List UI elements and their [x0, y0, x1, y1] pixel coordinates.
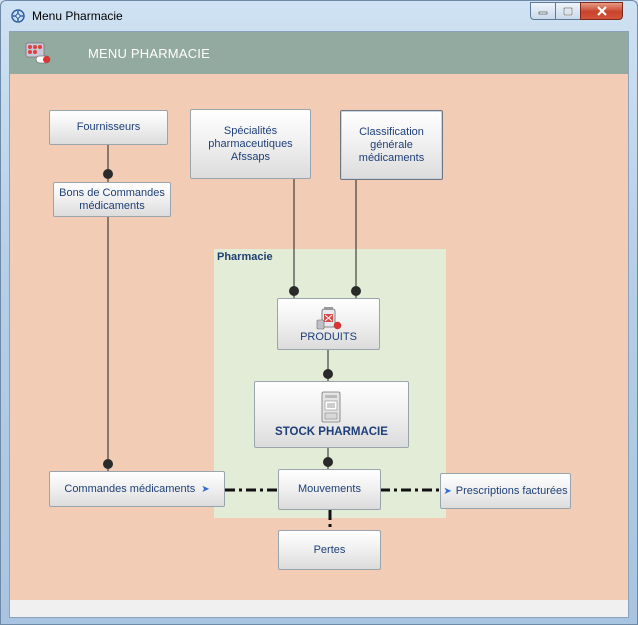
arrow-right-icon: ➤ [201, 483, 210, 495]
stock-label: STOCK PHARMACIE [275, 425, 388, 438]
bons-commandes-button[interactable]: Bons de Commandes médicaments [53, 182, 171, 217]
client-area: MENU PHARMACIE Pharmacie [9, 31, 629, 618]
pills-icon [25, 42, 51, 64]
arrow-right-icon: ➤ [443, 485, 452, 497]
window-title: Menu Pharmacie [32, 9, 123, 23]
bons-commandes-label: Bons de Commandes médicaments [59, 187, 165, 213]
commandes-label: Commandes médicaments [64, 482, 196, 495]
produits-label: PRODUITS [300, 330, 357, 343]
close-icon [596, 6, 607, 16]
mouvements-button[interactable]: Mouvements [278, 469, 381, 510]
specialites-line3: Afssaps [230, 150, 271, 163]
connector-lines [103, 144, 440, 530]
fournisseurs-button[interactable]: Fournisseurs [49, 110, 168, 145]
produits-content: PRODUITS [300, 305, 357, 344]
classification-line3: médicaments [358, 151, 425, 164]
close-button[interactable] [580, 2, 623, 20]
minimize-icon [538, 11, 548, 15]
classification-line1: Classification [359, 125, 424, 138]
maximize-button[interactable] [555, 2, 581, 20]
fournisseurs-label: Fournisseurs [76, 121, 141, 133]
medicine-cabinet-icon [322, 391, 341, 422]
maximize-icon [563, 6, 573, 16]
menu-header: MENU PHARMACIE [10, 32, 628, 74]
prescriptions-label: Prescriptions facturées [455, 484, 568, 497]
classification-line2: générale [370, 138, 413, 151]
mouvements-label: Mouvements [298, 483, 361, 495]
produits-button[interactable]: PRODUITS [277, 298, 380, 350]
stock-content: STOCK PHARMACIE [275, 391, 388, 439]
stock-pharmacie-button[interactable]: STOCK PHARMACIE [254, 381, 409, 448]
pharmacy-app-icon [11, 9, 25, 23]
header-title: MENU PHARMACIE [88, 46, 210, 61]
classification-button[interactable]: Classification générale médicaments [340, 110, 443, 180]
pertes-button[interactable]: Pertes [278, 530, 381, 570]
medicine-icon [316, 306, 341, 329]
title-bar[interactable]: Menu Pharmacie [1, 1, 637, 31]
pharmacie-label: Pharmacie [217, 251, 273, 263]
pertes-label: Pertes [313, 543, 346, 556]
specialites-line1: Spécialités [223, 124, 278, 137]
status-footer [10, 600, 628, 617]
bons-commandes-line2: médicaments [79, 199, 145, 212]
specialites-line2: pharmaceutiques [208, 137, 293, 150]
diagram-canvas: Pharmacie [10, 74, 628, 600]
prescriptions-facturees-button[interactable]: ➤ Prescriptions facturées [440, 473, 571, 509]
specialites-button[interactable]: Spécialités pharmaceutiques Afssaps [190, 109, 311, 179]
specialites-label: Spécialités pharmaceutiques Afssaps [208, 125, 292, 164]
classification-label: Classification générale médicaments [359, 126, 424, 165]
bons-commandes-line1: Bons de Commandes [59, 186, 165, 199]
commandes-medicaments-button[interactable]: Commandes médicaments ➤ [49, 471, 225, 507]
minimize-button[interactable] [530, 2, 556, 20]
